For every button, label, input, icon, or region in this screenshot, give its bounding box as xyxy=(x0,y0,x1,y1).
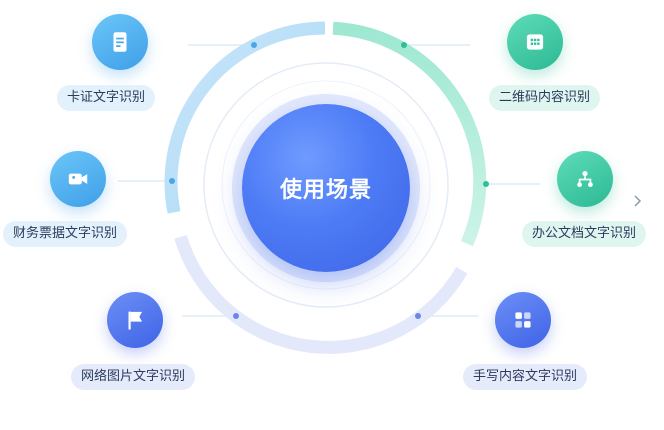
inner-ring-2 xyxy=(221,80,431,290)
qr-grid-icon[interactable] xyxy=(507,14,563,70)
item-label-card-ocr[interactable]: 卡证文字识别 xyxy=(57,85,156,111)
item-label-web-image-ocr[interactable]: 网络图片文字识别 xyxy=(71,364,196,390)
video-camera-icon[interactable] xyxy=(50,151,106,207)
item-label-finance-ocr[interactable]: 财务票据文字识别 xyxy=(3,221,128,247)
outer-ring xyxy=(164,21,487,354)
org-chart-icon[interactable] xyxy=(557,151,613,207)
inner-ring-1 xyxy=(203,62,449,308)
outer-ring-segment-indigo xyxy=(174,235,468,354)
flag-icon[interactable] xyxy=(107,292,163,348)
outer-ring-segment-teal xyxy=(332,21,487,247)
id-card-document-icon[interactable] xyxy=(92,14,148,70)
item-label-office-doc-ocr[interactable]: 办公文档文字识别 xyxy=(522,221,647,247)
center-label: 使用场景 xyxy=(279,178,372,203)
outer-ring-segment-blue xyxy=(164,21,326,214)
item-label-qr-code[interactable]: 二维码内容识别 xyxy=(489,85,601,111)
item-label-handwriting-ocr[interactable]: 手写内容文字识别 xyxy=(463,364,588,390)
center-hub: 使用场景 xyxy=(242,104,410,272)
ring-dots xyxy=(169,42,489,319)
chevron-right-icon[interactable] xyxy=(630,193,644,213)
apps-grid-icon[interactable] xyxy=(495,292,551,348)
